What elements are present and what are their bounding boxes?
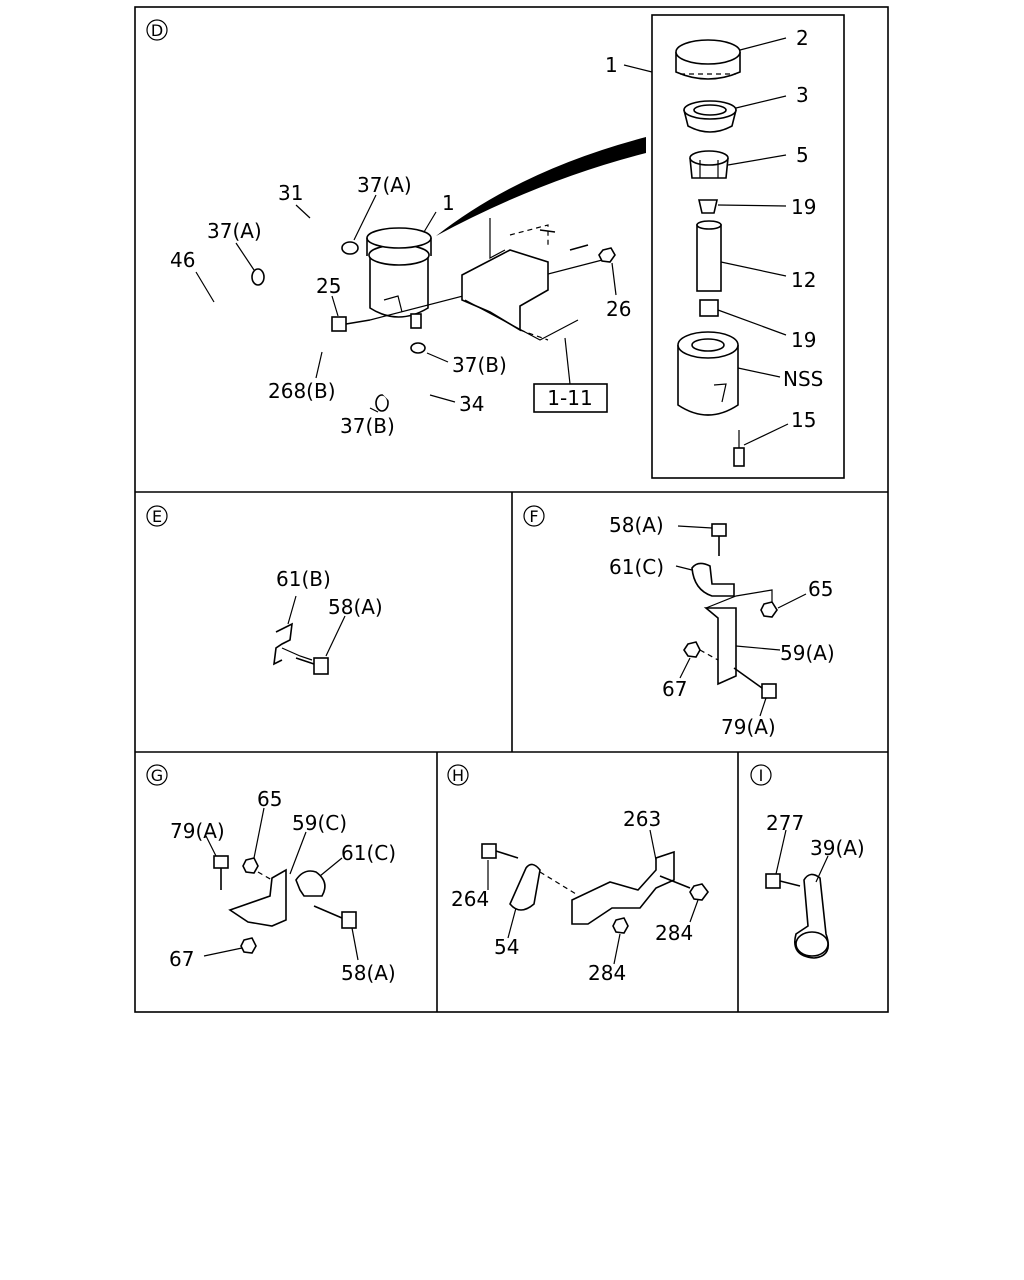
section-marker-g: G [146,764,168,786]
label-31: 31 [278,181,303,205]
label-65-g: 65 [257,787,282,811]
label-61c-g: 61(C) [341,841,396,865]
section-h-letter: H [452,766,464,785]
label-37a-lower: 37(A) [207,219,262,243]
label-61c-f: 61(C) [609,555,664,579]
section-g: 65 79(A) 59(C) 61(C) 67 58(A) [169,787,396,985]
nut-284-right [689,883,709,901]
label-79a-g: 79(A) [170,819,225,843]
nut-65-f [760,601,778,618]
detail-label-nss: NSS [783,367,823,391]
detail-label-19-upper: 19 [791,195,816,219]
section-h: 263 264 54 284 284 [451,807,709,985]
section-marker-h: H [447,764,469,786]
detail-label-3: 3 [796,83,809,107]
nut-67-g [240,937,257,954]
clamp-37a-lower [251,268,265,286]
label-37a-upper: 37(A) [357,173,412,197]
clamp-54 [509,863,541,911]
label-284-right: 284 [655,921,693,945]
section-f-letter: F [529,507,538,526]
section-f: 58(A) 61(C) 65 59(A) 67 79(A) [609,513,835,739]
ref-box-1-11 [533,383,608,413]
detail-parts [675,39,745,467]
panel-grid [134,6,889,1013]
clamp-61c-g [295,870,326,897]
label-264: 264 [451,887,489,911]
clamp-37b-lower [375,394,389,412]
label-263: 263 [623,807,661,831]
label-59a: 59(A) [780,641,835,665]
detail-callout-wedge [436,137,646,236]
clip-61b [273,622,293,666]
clamp-37a-upper [341,241,359,255]
label-39a: 39(A) [810,836,865,860]
label-1: 1 [442,191,455,215]
bolt-277 [765,873,781,889]
label-34: 34 [459,392,484,416]
bolt-58a-g [341,911,357,929]
clamp-37b-upper [410,342,426,354]
section-i: 277 39(A) [765,811,865,959]
section-e: 61(B) 58(A) [273,567,383,675]
label-37b-upper: 37(B) [452,353,507,377]
nut-67-f [683,641,701,658]
label-284-lower: 284 [588,961,626,985]
section-d-letter: D [151,21,163,40]
section-marker-f: F [523,505,545,527]
label-65-f: 65 [808,577,833,601]
detail-label-12: 12 [791,268,816,292]
label-268b: 268(B) [268,379,336,403]
detail-label-1: 1 [605,53,618,77]
section-e-letter: E [152,507,162,526]
section-marker-d: D [146,19,168,41]
bolt-58a-f [711,523,727,537]
section-marker-i: I [750,764,772,786]
detail-label-19-lower: 19 [791,328,816,352]
label-61b: 61(B) [276,567,331,591]
label-67-f: 67 [662,677,687,701]
label-58a-g: 58(A) [341,961,396,985]
label-58a-f: 58(A) [609,513,664,537]
nut-26 [598,247,616,263]
detail-box [651,14,845,479]
label-37b-lower: 37(B) [340,414,395,438]
bolt-79a-g [213,855,229,869]
nut-65-g [242,857,259,874]
label-67-g: 67 [169,947,194,971]
label-54: 54 [494,935,519,959]
label-25: 25 [316,274,341,298]
label-58a-e: 58(A) [328,595,383,619]
ref-label-1-11: 1-11 [547,386,592,410]
bracket-263 [571,850,675,925]
detail-label-15: 15 [791,408,816,432]
bracket-1-11 [461,218,589,341]
label-59c: 59(C) [292,811,347,835]
bolt-79a-f [761,683,777,699]
nut-284-lower [612,917,629,934]
section-g-letter: G [151,766,163,785]
bracket-59a [703,607,737,686]
label-79a-f: 79(A) [721,715,776,739]
section-marker-e: E [146,505,168,527]
detail-leaders [717,37,789,446]
clamp-61c-f [691,562,735,597]
label-26: 26 [606,297,631,321]
bracket-59c [228,868,287,927]
bolt-58a-e [313,657,329,675]
label-46: 46 [170,248,195,272]
reservoir-tank [366,227,432,329]
detail-label-2: 2 [796,26,809,50]
label-277: 277 [766,811,804,835]
leaders-d [195,194,617,413]
section-d: 1-11 1 31 37(A) 37(A) 46 25 [170,14,845,479]
bolt-264 [481,843,497,859]
section-i-letter: I [759,766,764,785]
detail-label-5: 5 [796,143,809,167]
